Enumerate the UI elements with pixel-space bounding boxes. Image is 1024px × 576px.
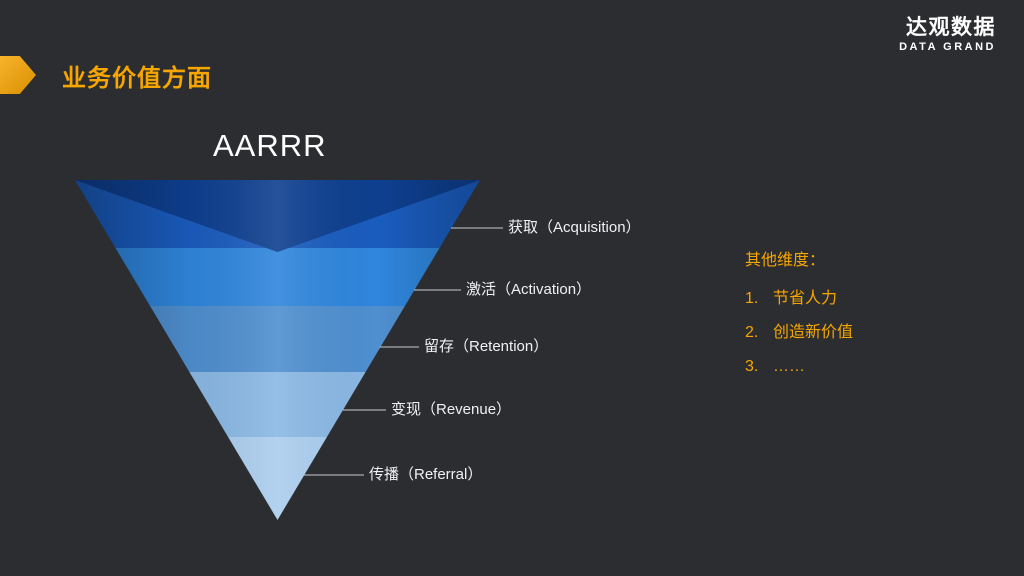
side-panel-item: 1. 节省人力 bbox=[745, 282, 995, 316]
side-item-number: 2. bbox=[745, 324, 759, 341]
funnel-shading-overlay bbox=[75, 180, 480, 520]
logo-subtitle: DATA GRAND bbox=[899, 41, 996, 53]
side-item-text: 创造新价值 bbox=[773, 324, 854, 341]
side-item-number: 3. bbox=[745, 358, 759, 375]
stage-label-acquisition: 获取（Acquisition） bbox=[508, 219, 641, 236]
logo-name: 达观数据 bbox=[906, 16, 996, 39]
logo: 达观数据 DATA GRAND bbox=[899, 16, 996, 53]
side-panel-item: 3. …… bbox=[745, 350, 995, 384]
stage-label-activation: 激活（Activation） bbox=[466, 281, 592, 298]
stage-label-retention: 留存（Retention） bbox=[424, 338, 549, 355]
stage-label-referral: 传播（Referral） bbox=[369, 466, 483, 483]
page-title: 业务价值方面 bbox=[62, 65, 212, 92]
side-panel: 其他维度： 1. 节省人力 2. 创造新价值 3. …… bbox=[745, 248, 995, 384]
side-panel-item: 2. 创造新价值 bbox=[745, 316, 995, 350]
side-item-text: 节省人力 bbox=[773, 290, 838, 307]
side-item-text: …… bbox=[773, 358, 805, 375]
side-item-number: 1. bbox=[745, 290, 759, 307]
funnel-heading: AARRR bbox=[213, 128, 327, 163]
side-panel-heading: 其他维度： bbox=[745, 252, 826, 269]
stage-label-revenue: 变现（Revenue） bbox=[391, 401, 512, 418]
